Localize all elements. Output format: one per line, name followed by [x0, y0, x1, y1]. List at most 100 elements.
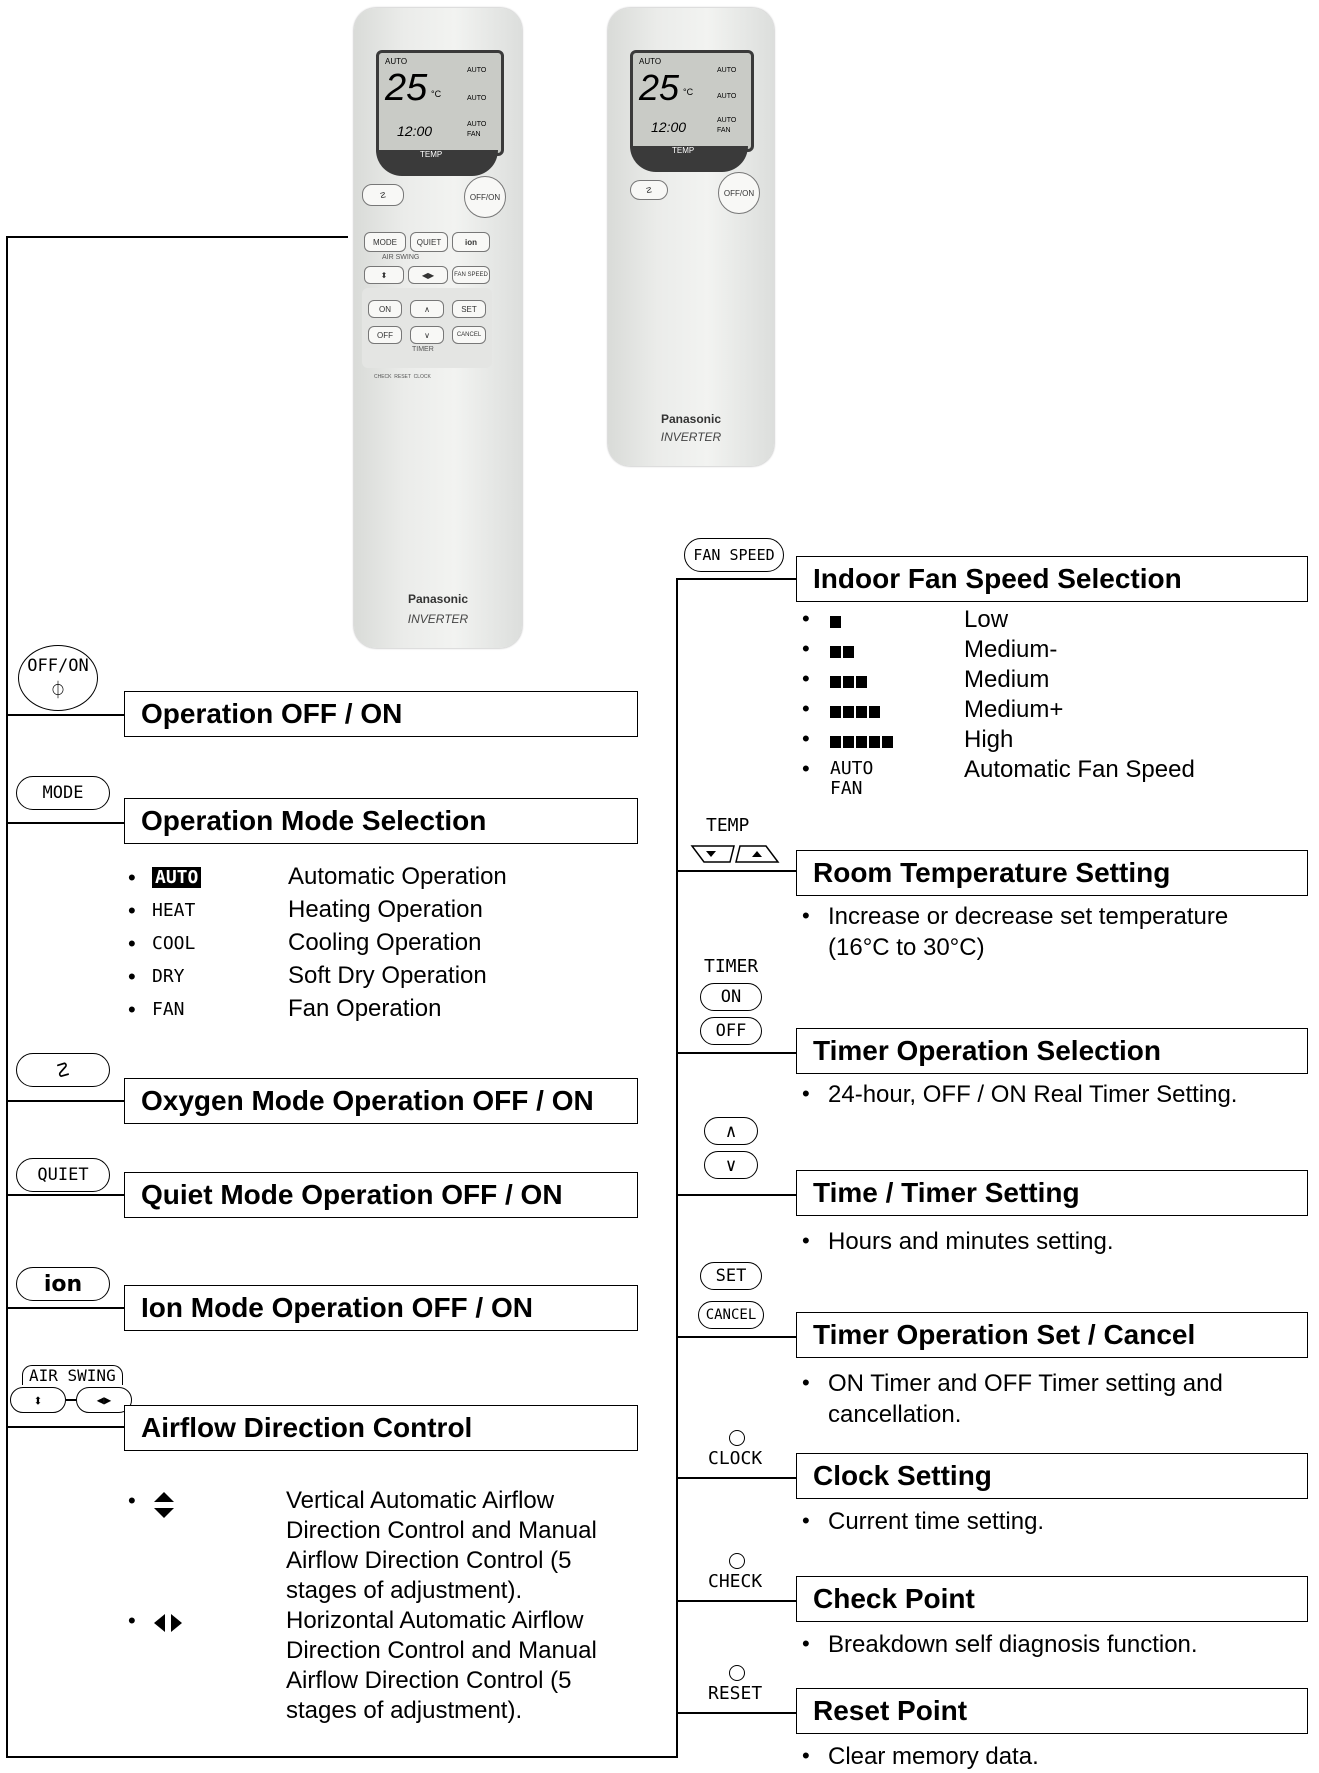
off-button[interactable]: OFF	[368, 326, 402, 344]
airflow-vertical-desc: Vertical Automatic Airflow Direction Con…	[286, 1487, 597, 1604]
remote-control-open-image: AUTO 25 °C AUTO AUTO 12:00 AUTO FAN TEMP…	[354, 8, 522, 648]
fan-speed-button[interactable]: FAN SPEED	[452, 266, 490, 284]
connector	[6, 1307, 124, 1309]
check-desc: Breakdown self diagnosis function.	[828, 1631, 1198, 1658]
check-icon-label: CHECK	[708, 1571, 763, 1592]
fan-speed-label: Low	[964, 606, 1009, 633]
fan-speed-bar	[856, 676, 867, 688]
vertical-swing-button[interactable]: ⬍	[364, 266, 404, 284]
offon-button[interactable]: OFF/ON	[718, 172, 760, 214]
bullet: •	[802, 1508, 810, 1533]
up-button[interactable]: ∧	[410, 300, 444, 318]
connector	[6, 1100, 124, 1102]
horizontal-swing-icon: ◀▶	[76, 1387, 132, 1413]
oxygen-button[interactable]: ☡	[362, 184, 404, 206]
bullet: •	[802, 1228, 810, 1253]
airswing-icon: AIR SWING ⬍ ◀▶	[10, 1365, 134, 1415]
fan-speed-label: Medium+	[964, 696, 1064, 723]
check-reset-clock-label: CHECK RESET CLOCK	[374, 374, 431, 380]
clock-icon-label: CLOCK	[708, 1448, 763, 1469]
check-dot-icon	[729, 1553, 745, 1569]
ion-symbol: ion	[43, 1271, 83, 1297]
mode-icon-cool: COOL	[152, 933, 196, 954]
lcd-temp: 25	[639, 67, 680, 108]
offon-label: OFF/ON	[469, 192, 501, 202]
right-main-line	[676, 578, 678, 1758]
fan-speed-bar	[830, 646, 841, 658]
lcd-time: 12:00	[397, 123, 433, 139]
lcd-auto: AUTO	[717, 67, 737, 74]
bullet: •	[802, 636, 810, 661]
reset-icon-label: RESET	[708, 1683, 763, 1704]
airflow-horizontal-desc: Horizontal Automatic Airflow Direction C…	[286, 1607, 597, 1724]
fan-speed-bar	[830, 616, 841, 628]
bullet: •	[128, 1608, 136, 1633]
mode-button[interactable]: MODE	[364, 232, 406, 252]
mode-label: Cooling Operation	[288, 929, 482, 956]
check-title: Check Point	[796, 1576, 1308, 1622]
panasonic-logo: Panasonic	[660, 412, 722, 426]
bullet: •	[128, 898, 136, 923]
horizontal-swing-button[interactable]: ◀▶	[408, 266, 448, 284]
timer-label: TIMER	[412, 346, 434, 353]
bullet: •	[802, 1370, 810, 1395]
reset-title: Reset Point	[796, 1688, 1308, 1734]
operation-offon-title: Operation OFF / ON	[124, 691, 638, 737]
timer-desc: 24-hour, OFF / ON Real Timer Setting.	[828, 1081, 1238, 1108]
lcd-display: AUTO 25 °C AUTO AUTO 12:00 AUTO FAN	[630, 50, 754, 152]
fan-speed-bar	[830, 676, 841, 688]
quiet-icon: QUIET	[16, 1158, 110, 1192]
setcancel-desc-2: cancellation.	[828, 1401, 962, 1428]
bullet: •	[128, 865, 136, 890]
bullet: •	[802, 726, 810, 751]
cancel-button[interactable]: CANCEL	[452, 326, 486, 344]
ion-button[interactable]: ion	[452, 232, 490, 252]
lcd-mode: AUTO	[639, 57, 662, 66]
left-main-line	[6, 236, 8, 1758]
timer-title: Timer Operation Selection	[796, 1028, 1308, 1074]
mode-icon-dry: DRY	[152, 966, 185, 987]
oxygen-button[interactable]: ☡	[630, 180, 668, 200]
fan-speed-label: FAN SPEED	[454, 272, 488, 278]
down-button[interactable]: ∨	[410, 326, 444, 344]
connector	[676, 1477, 796, 1479]
fan-speed-icon: FAN SPEED	[684, 538, 784, 572]
bullet: •	[128, 964, 136, 989]
horizontal-arrows-icon	[152, 1612, 184, 1639]
offon-icon-label: OFF/ON	[27, 656, 89, 676]
lcd-auto: AUTO	[467, 67, 487, 74]
set-button[interactable]: SET	[452, 300, 486, 318]
setcancel-desc-1: ON Timer and OFF Timer setting and	[828, 1370, 1223, 1397]
mode-label: Heating Operation	[288, 896, 483, 923]
inverter-logo: INVERTER	[407, 612, 469, 626]
temp-label: TEMP	[420, 150, 443, 159]
lcd-auto: AUTO	[467, 121, 487, 128]
temp-icon-label: TEMP	[706, 815, 750, 836]
fan-speed-label: Medium	[964, 666, 1050, 693]
timer-off-icon: OFF	[700, 1017, 762, 1045]
off-label: OFF	[377, 330, 393, 340]
offon-button[interactable]: OFF/ON	[464, 176, 506, 218]
fan-speed-label: Automatic Fan Speed	[964, 756, 1195, 783]
clock-title: Clock Setting	[796, 1453, 1308, 1499]
temp-up-down-icon	[690, 842, 780, 873]
set-icon: SET	[700, 1262, 762, 1290]
lcd-time: 12:00	[651, 119, 687, 135]
temp-title: Room Temperature Setting	[796, 850, 1308, 896]
quiet-button[interactable]: QUIET	[410, 232, 448, 252]
oxygen-icon: ☡	[16, 1053, 110, 1087]
cancel-icon: CANCEL	[698, 1301, 764, 1329]
oxygen-mode-title: Oxygen Mode Operation OFF / ON	[124, 1078, 638, 1124]
lcd-auto: AUTO	[467, 95, 487, 102]
timer-icon-label: TIMER	[704, 956, 759, 977]
inverter-logo: INVERTER	[660, 430, 722, 444]
fan-speed-title: Indoor Fan Speed Selection	[796, 556, 1308, 602]
fan-speed-bar	[843, 736, 854, 748]
cancel-label: CANCEL	[456, 332, 482, 338]
bullet: •	[802, 1743, 810, 1768]
on-button[interactable]: ON	[368, 300, 402, 318]
bullet: •	[802, 666, 810, 691]
time-title: Time / Timer Setting	[796, 1170, 1308, 1216]
remote-control-closed-image: AUTO 25 °C AUTO AUTO 12:00 AUTO FAN TEMP…	[608, 8, 774, 466]
connector-to-remote	[6, 236, 348, 238]
